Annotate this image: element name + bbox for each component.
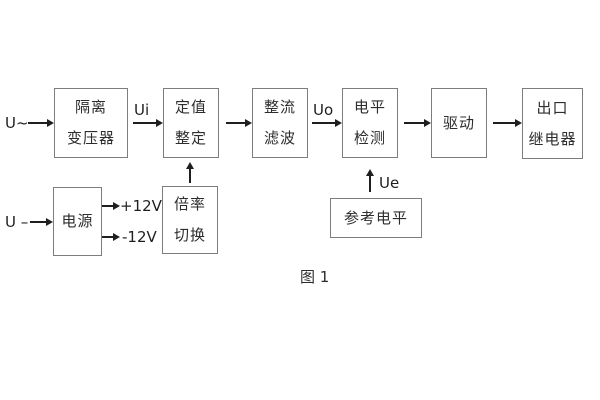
block-ratio-switch-label-2: 切换 — [173, 226, 206, 244]
arrow-ui — [133, 118, 163, 127]
block-setting-adjustment: 定值 整定 — [163, 88, 219, 158]
block-level-detection-label-2: 检测 — [353, 129, 386, 147]
arrow-ratio-to-setting — [185, 162, 194, 183]
figure-caption: 图 1 — [300, 268, 330, 286]
block-power-supply-label: 电源 — [61, 212, 94, 230]
label-plus-12v: +12V — [120, 197, 162, 215]
arrow-uo — [312, 118, 342, 127]
block-isolation-transformer: 隔离 变压器 — [54, 88, 128, 158]
label-uo: Uo — [313, 101, 334, 119]
label-ue: Ue — [379, 174, 400, 192]
block-rectify-filter: 整流 滤波 — [252, 88, 308, 158]
block-ratio-switch-label-1: 倍率 — [173, 195, 206, 213]
label-ac-input: U~ — [5, 114, 29, 132]
arrow-setting-to-rectify — [226, 118, 252, 127]
block-rectify-filter-label-2: 滤波 — [263, 129, 296, 147]
arrow-ue — [365, 169, 374, 192]
block-output-relay: 出口 继电器 — [522, 88, 583, 159]
label-minus-12v: -12V — [122, 228, 157, 246]
label-dc-input: U – — [5, 213, 29, 231]
arrow-plus-12v — [102, 201, 120, 210]
block-setting-adjustment-label-1: 定值 — [174, 98, 207, 116]
arrow-ac-input — [28, 118, 54, 127]
block-reference-level: 参考电平 — [330, 198, 422, 238]
block-level-detection: 电平 检测 — [342, 88, 398, 158]
arrow-minus-12v — [102, 232, 120, 241]
block-reference-level-label: 参考电平 — [343, 208, 408, 227]
block-level-detection-label-1: 电平 — [353, 98, 386, 116]
block-ratio-switch: 倍率 切换 — [162, 186, 218, 254]
block-rectify-filter-label-1: 整流 — [263, 98, 296, 116]
block-output-relay-label-2: 继电器 — [528, 129, 577, 148]
block-drive: 驱动 — [431, 88, 487, 158]
label-ui: Ui — [134, 101, 150, 119]
block-output-relay-label-1: 出口 — [536, 98, 569, 117]
block-power-supply: 电源 — [53, 187, 102, 256]
block-drive-label: 驱动 — [442, 113, 475, 132]
block-isolation-transformer-label-2: 变压器 — [66, 129, 115, 147]
arrow-drive-to-relay — [493, 118, 522, 127]
arrow-detect-to-drive — [404, 118, 431, 127]
block-isolation-transformer-label-1: 隔离 — [74, 98, 107, 116]
arrow-dc-input — [30, 217, 53, 226]
block-setting-adjustment-label-2: 整定 — [174, 129, 207, 147]
